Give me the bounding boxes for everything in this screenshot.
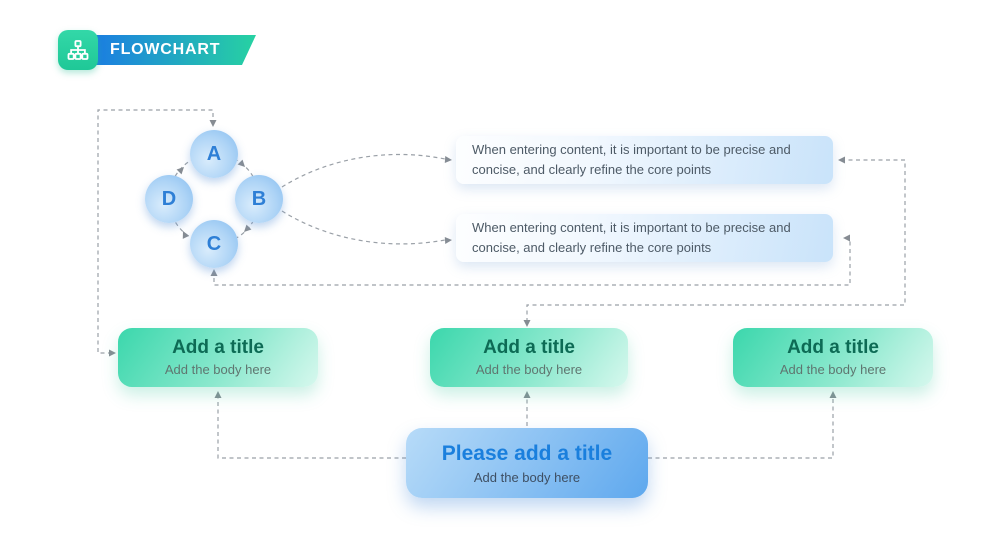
title-box-title: Add a title [172,337,264,358]
cycle-node-c[interactable]: C [190,220,238,268]
title-box-2[interactable]: Add a title Add the body here [430,328,628,387]
header-ribbon: FLOWCHART [94,35,256,65]
info-box-1[interactable]: When entering content, it is important t… [456,136,833,184]
node-label: D [161,187,177,210]
title-box-body: Add the body here [164,362,272,377]
node-label: B [251,187,267,210]
main-title-box[interactable]: Please add a title Add the body here [406,428,648,498]
info-text: When entering content, it is important t… [472,142,791,177]
cycle-node-d[interactable]: D [145,175,193,223]
info-text: When entering content, it is important t… [472,220,791,255]
node-label: C [206,232,222,255]
title-box-title: Add a title [483,337,575,358]
info-box-2[interactable]: When entering content, it is important t… [456,214,833,262]
sitemap-icon-glyph [67,40,89,60]
title-box-body: Add the body here [475,362,583,377]
title-box-1[interactable]: Add a title Add the body here [118,328,318,387]
title-box-title: Add a title [787,337,879,358]
page-title: FLOWCHART [110,41,221,58]
main-box-body: Add the body here [473,469,581,485]
title-box-3[interactable]: Add a title Add the body here [733,328,933,387]
node-label: A [206,142,222,165]
cycle-node-b[interactable]: B [235,175,283,223]
flowchart-icon [58,30,98,70]
title-box-body: Add the body here [779,362,887,377]
cycle-node-a[interactable]: A [190,130,238,178]
main-box-title: Please add a title [441,441,613,465]
